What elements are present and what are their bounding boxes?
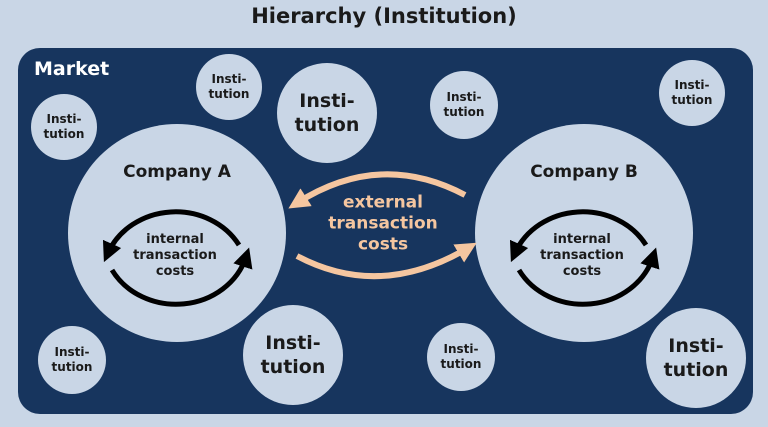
institution-label: Insti-tution (260, 332, 326, 378)
institution-label: Insti-tution (443, 90, 485, 119)
institution-circle (196, 54, 262, 120)
institution-circle (277, 63, 377, 163)
internal-cycle-arrow-bottom-b (516, 247, 660, 307)
internal-cycle-arrow-top-b (509, 209, 649, 263)
company-b-title: Company B (530, 162, 638, 182)
institution-label: Insti-tution (208, 72, 250, 101)
internal-cycle-arrow-bottom-a (109, 247, 253, 307)
external-arrow-top (288, 171, 467, 209)
external-arrow-bottom (295, 242, 477, 280)
institution-circle (427, 323, 495, 391)
diagram-title: Hierarchy (Institution) (251, 4, 517, 28)
institution-circle (38, 326, 106, 394)
institution-circle (31, 94, 97, 160)
institution-circle (659, 60, 725, 126)
institution-label: Insti-tution (294, 90, 360, 136)
institution-circle (646, 308, 746, 408)
market-label: Market (34, 58, 110, 80)
institution-label: Insti-tution (51, 345, 93, 374)
institution-label: Insti-tution (43, 112, 85, 141)
institution-circle (430, 71, 498, 139)
internal-cycle-arrow-top-a (102, 209, 242, 263)
institution-label: Insti-tution (671, 78, 713, 107)
company-a-title: Company A (123, 162, 231, 182)
institution-circle (243, 305, 343, 405)
institution-label: Insti-tution (440, 342, 482, 371)
institution-label: Insti-tution (663, 335, 729, 381)
